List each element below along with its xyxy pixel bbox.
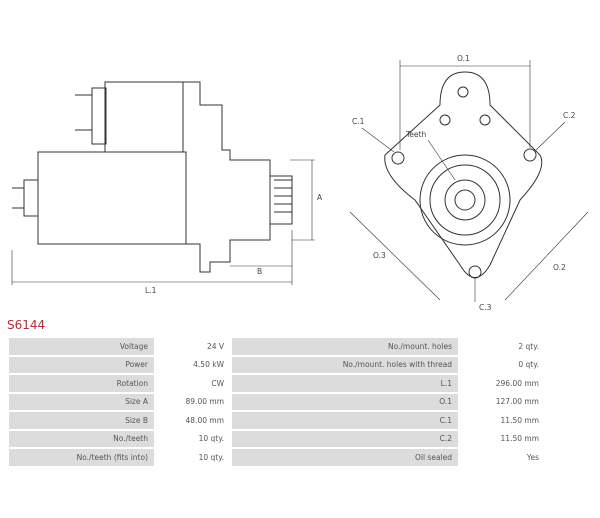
spec-label: C.2	[232, 430, 458, 447]
label-l1: L.1	[145, 286, 157, 295]
label-c1: C.1	[352, 117, 365, 126]
spec-label: C.1	[232, 412, 458, 429]
spec-label: Voltage	[9, 338, 154, 355]
label-b: B	[257, 267, 262, 276]
spec-label: No./teeth (fits into)	[9, 449, 154, 466]
spec-value: 48.00 mm	[156, 412, 230, 429]
label-o1: O.1	[457, 54, 470, 63]
spec-value: CW	[156, 375, 230, 392]
label-o3: O.3	[373, 251, 386, 260]
spec-value: 89.00 mm	[156, 393, 230, 410]
spec-label: Rotation	[9, 375, 154, 392]
front-view: O.1 C.1 C.2 Teeth O.3 O.2 C.3	[349, 54, 589, 312]
label-a: A	[317, 193, 323, 202]
spec-label: No./mount. holes	[232, 338, 458, 355]
spec-value: Yes	[460, 449, 545, 466]
spec-label: Oil sealed	[232, 449, 458, 466]
label-o2: O.2	[553, 263, 566, 272]
spec-label: Size B	[9, 412, 154, 429]
spec-value: 10 qty.	[156, 449, 230, 466]
spec-value: 11.50 mm	[460, 430, 545, 447]
label-teeth: Teeth	[405, 130, 426, 139]
spec-label: L.1	[232, 375, 458, 392]
part-number-title: S6144	[7, 318, 46, 332]
label-c3: C.3	[479, 303, 492, 312]
spec-value: 127.00 mm	[460, 393, 545, 410]
label-c2: C.2	[563, 111, 576, 120]
spec-label: Size A	[9, 393, 154, 410]
spec-value: 2 qty.	[460, 338, 545, 355]
spec-label: O.1	[232, 393, 458, 410]
spec-value: 10 qty.	[156, 430, 230, 447]
spec-label: No./teeth	[9, 430, 154, 447]
spec-label: Power	[9, 356, 154, 373]
side-view: A B L.1	[11, 81, 323, 295]
spec-label: No./mount. holes with thread	[232, 356, 458, 373]
spec-value: 4.50 kW	[156, 356, 230, 373]
starter-motor-drawing: A B L.1 O.1 C.1 C.2 Teeth O.3 O.2 C.3	[11, 54, 589, 312]
spec-value: 11.50 mm	[460, 412, 545, 429]
spec-value: 296.00 mm	[460, 375, 545, 392]
spec-value: 0 qty.	[460, 356, 545, 373]
spec-value: 24 V	[156, 338, 230, 355]
